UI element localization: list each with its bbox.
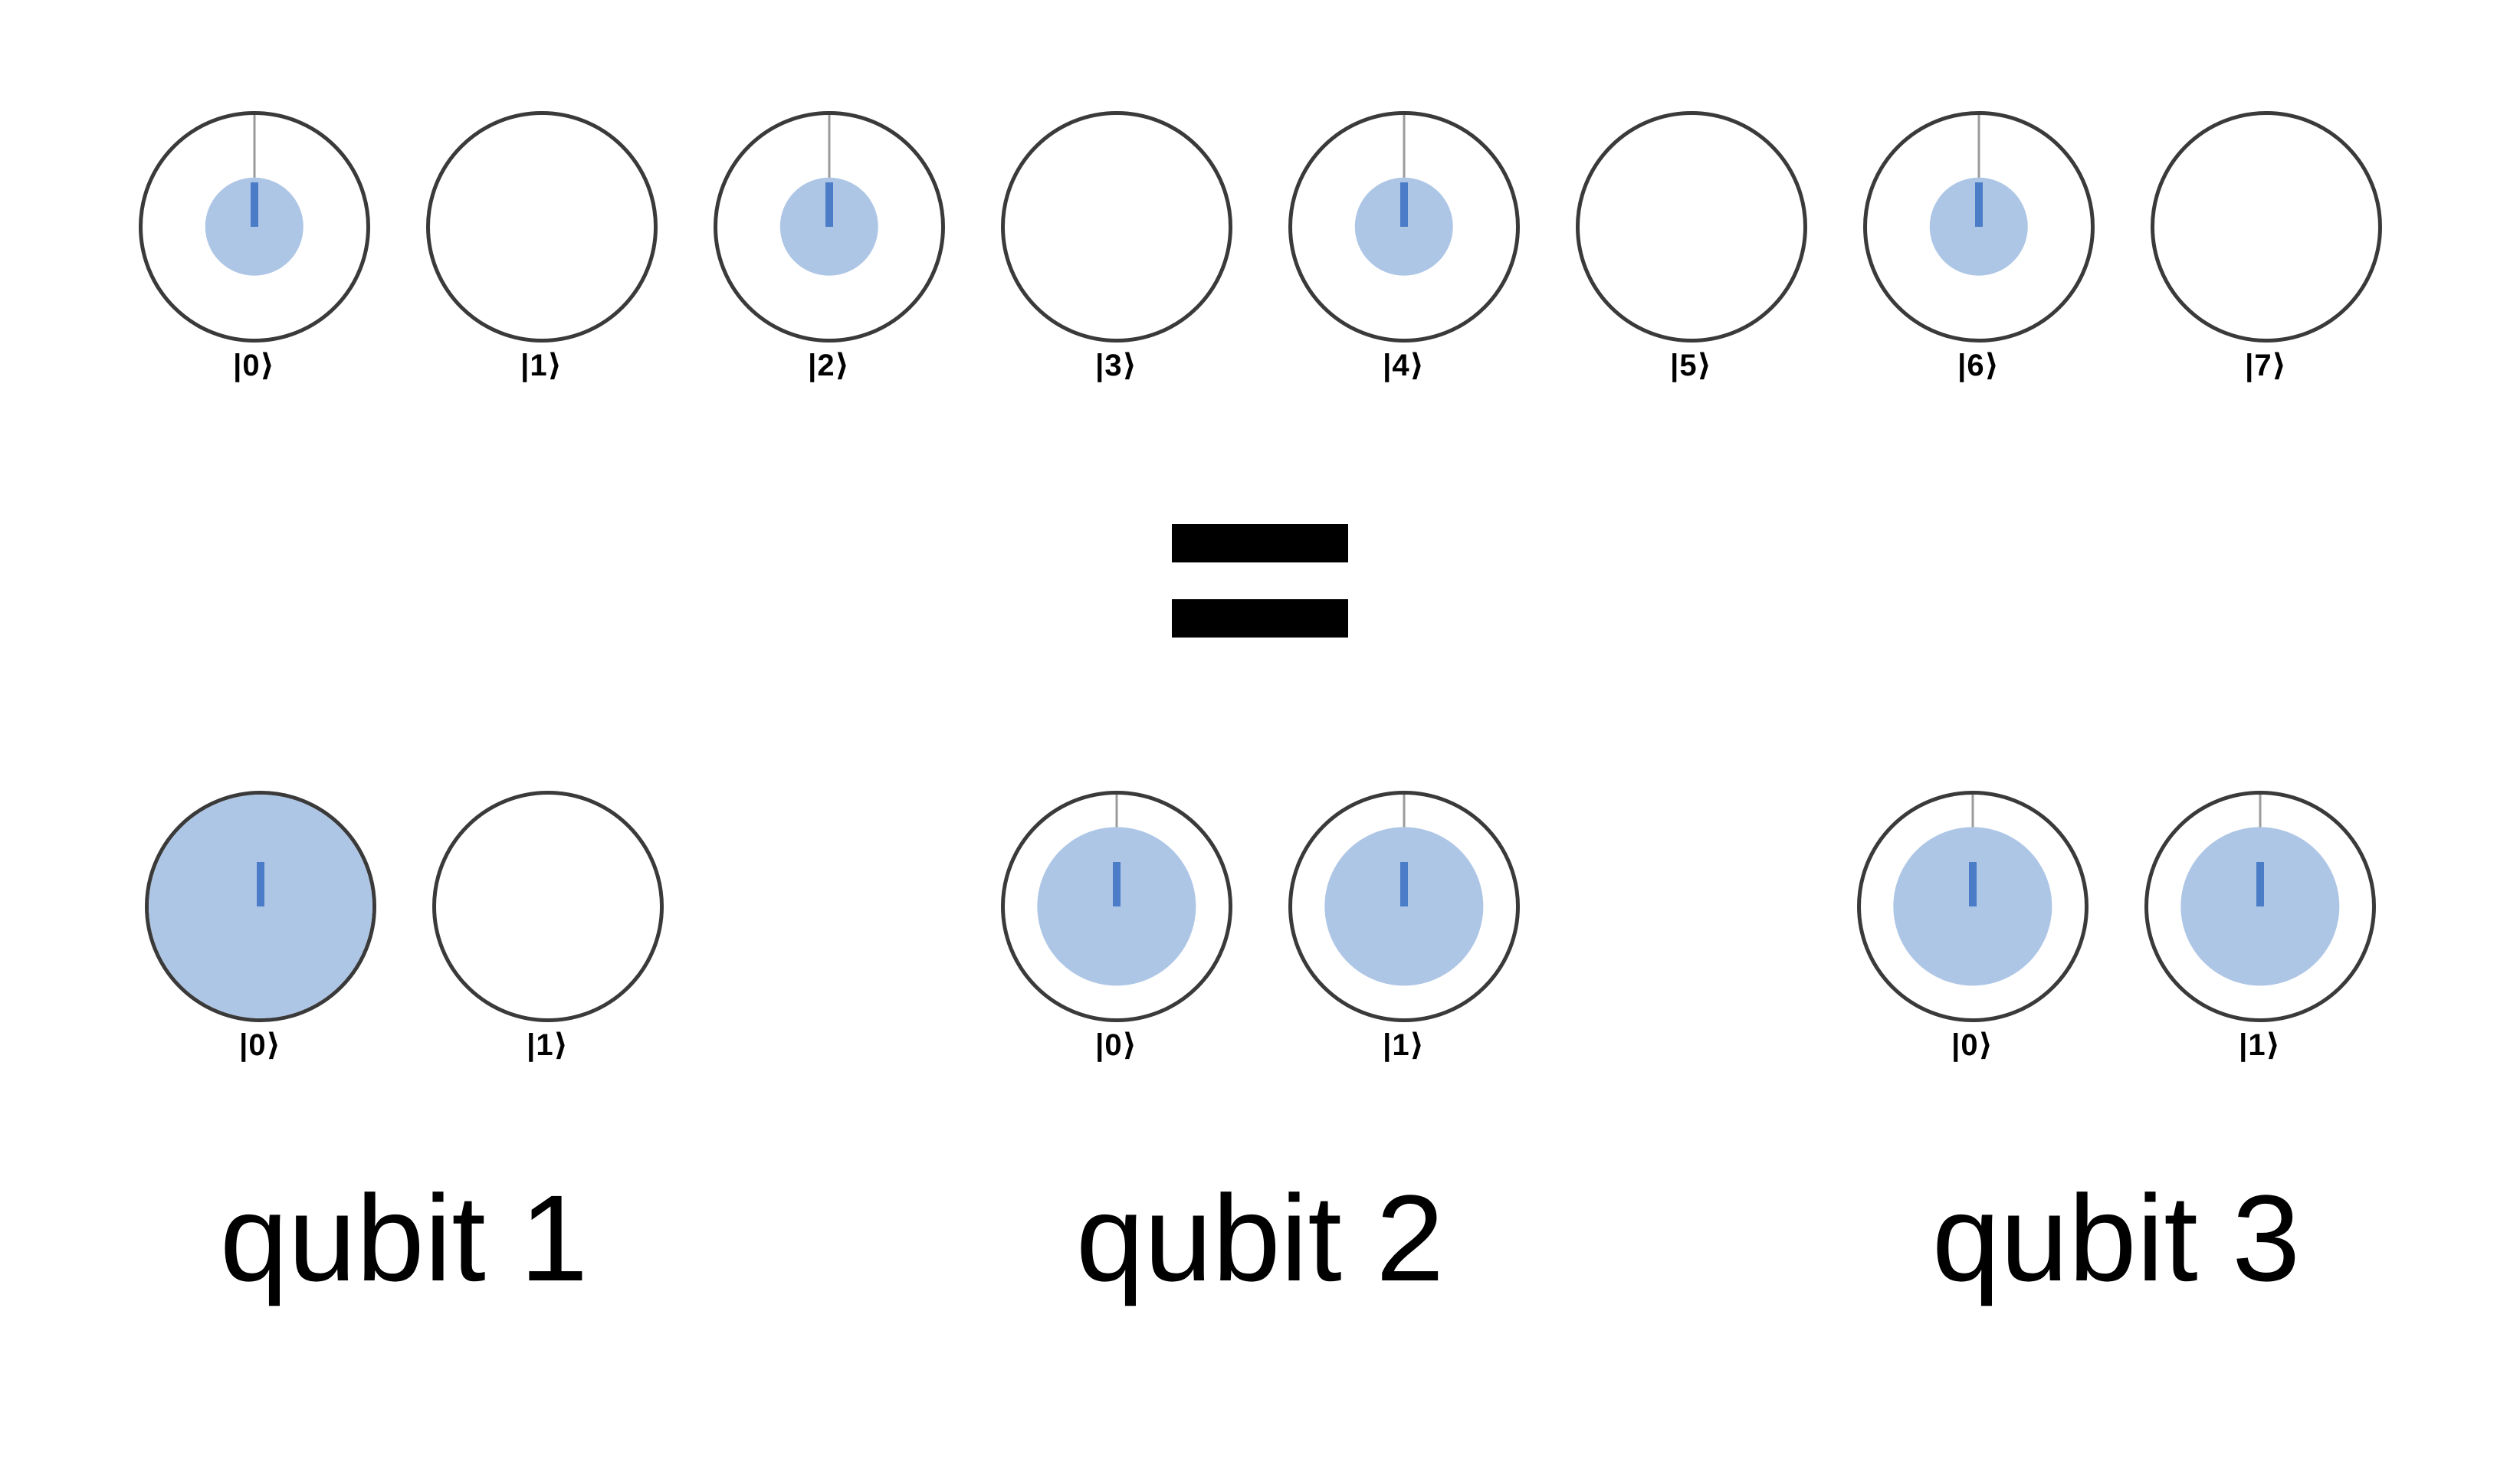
amplitude-circle xyxy=(138,111,370,343)
state-label: |1⟩ xyxy=(520,349,563,382)
qubit-caption: qubit 3 xyxy=(1931,1169,2301,1306)
qubit-2-state-1: |1⟩ xyxy=(1288,791,1520,1062)
state-label: |0⟩ xyxy=(233,349,275,382)
qubit-1-state-0: |0⟩ xyxy=(144,791,376,1062)
amplitude-circle xyxy=(144,791,376,1022)
amplitude-circle xyxy=(1000,111,1232,343)
amplitude-circle xyxy=(1862,111,2095,343)
qubit-2-group: |0⟩ |1⟩ qubit 2 xyxy=(1000,791,1520,1306)
amplitude-circle xyxy=(431,791,664,1022)
qubit-3-states: |0⟩ |1⟩ xyxy=(1856,791,2376,1062)
register-state-7: |7⟩ xyxy=(2150,111,2382,382)
state-label: |2⟩ xyxy=(808,349,850,382)
state-label: |7⟩ xyxy=(2245,349,2287,382)
equals-sign: = xyxy=(1172,524,1348,638)
state-label: |5⟩ xyxy=(1670,349,1712,382)
phase-reference-line xyxy=(253,115,255,227)
phase-tick xyxy=(250,182,258,227)
state-label: |0⟩ xyxy=(1095,1028,1137,1062)
state-label: |4⟩ xyxy=(1383,349,1425,382)
phase-tick xyxy=(1968,862,1977,906)
register-state-0: |0⟩ xyxy=(138,111,370,382)
phase-tick xyxy=(256,862,264,906)
phase-tick xyxy=(1399,182,1408,227)
amplitude-circle xyxy=(1575,111,1807,343)
qubit-3-state-0: |0⟩ xyxy=(1856,791,2089,1062)
phase-tick xyxy=(825,182,833,227)
amplitude-fill xyxy=(2180,827,2340,986)
amplitude-circle xyxy=(1288,111,1520,343)
register-state-1: |1⟩ xyxy=(425,111,658,382)
qubit-3-state-1: |1⟩ xyxy=(2144,791,2376,1062)
register-state-3: |3⟩ xyxy=(1000,111,1232,382)
qubit-2-state-0: |0⟩ xyxy=(1000,791,1232,1062)
state-label: |6⟩ xyxy=(1957,349,2000,382)
equals-top-bar xyxy=(1172,524,1348,562)
qubit-caption: qubit 2 xyxy=(1075,1169,1445,1306)
qubits-row: |0⟩ |1⟩ qubit 1 xyxy=(0,791,2520,1300)
qubit-1-state-1: |1⟩ xyxy=(431,791,664,1062)
register-row: |0⟩ |1⟩ |2⟩ |3⟩ xyxy=(0,0,2520,382)
state-label: |1⟩ xyxy=(1383,1028,1425,1062)
amplitude-fill xyxy=(1892,827,2052,986)
phase-reference-line xyxy=(1977,115,1980,227)
qubit-3-group: |0⟩ |1⟩ qubit 3 xyxy=(1856,791,2376,1306)
amplitude-circle xyxy=(1856,791,2089,1022)
state-label: |1⟩ xyxy=(527,1028,569,1062)
equals-row: = xyxy=(0,524,2520,638)
amplitude-circle xyxy=(425,111,658,343)
state-label: |0⟩ xyxy=(239,1028,281,1062)
register-state-2: |2⟩ xyxy=(713,111,945,382)
phase-reference-line xyxy=(828,115,830,227)
state-label: |3⟩ xyxy=(1095,349,1137,382)
phase-tick xyxy=(1974,182,1983,227)
amplitude-fill xyxy=(148,795,372,1018)
register-state-4: |4⟩ xyxy=(1288,111,1520,382)
qubit-1-group: |0⟩ |1⟩ qubit 1 xyxy=(144,791,664,1306)
register-state-6: |6⟩ xyxy=(1862,111,2095,382)
qubit-caption: qubit 1 xyxy=(219,1169,589,1306)
phase-tick xyxy=(2256,862,2264,906)
phase-tick xyxy=(1112,862,1121,906)
qubit-1-states: |0⟩ |1⟩ xyxy=(144,791,664,1062)
amplitude-circle xyxy=(2144,791,2376,1022)
register-state-5: |5⟩ xyxy=(1575,111,1807,382)
equals-bottom-bar xyxy=(1172,599,1348,638)
state-label: |1⟩ xyxy=(2239,1028,2281,1062)
phase-tick xyxy=(1399,862,1408,906)
amplitude-circle xyxy=(1288,791,1520,1022)
state-label: |0⟩ xyxy=(1951,1028,1993,1062)
amplitude-fill xyxy=(1036,827,1196,986)
qubit-2-states: |0⟩ |1⟩ xyxy=(1000,791,1520,1062)
amplitude-circle xyxy=(1000,791,1232,1022)
amplitude-circle xyxy=(713,111,945,343)
amplitude-circle xyxy=(2150,111,2382,343)
phase-reference-line xyxy=(1403,115,1405,227)
amplitude-fill xyxy=(1324,827,1484,986)
